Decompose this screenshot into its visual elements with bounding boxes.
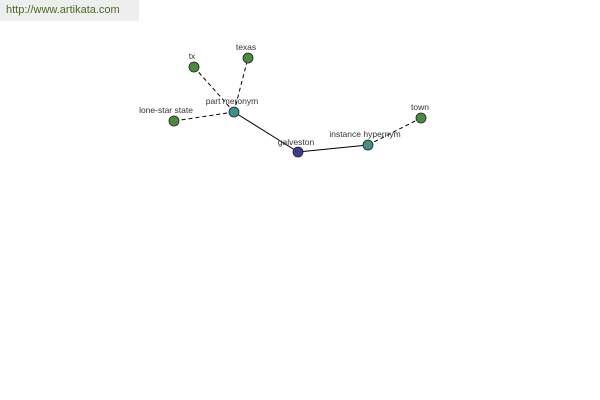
edge-part-meronym-to-lone-star-state <box>173 111 235 122</box>
node-tx[interactable] <box>188 61 200 73</box>
edges-layer <box>173 57 422 153</box>
node-instance-hypernym[interactable] <box>362 139 374 151</box>
edge-galveston-to-part-meronym <box>233 111 299 153</box>
node-part-meronym[interactable] <box>228 106 240 118</box>
labels-layer: galveston part meronym instance hypernym tx… <box>139 42 429 147</box>
node-texas[interactable] <box>242 52 254 64</box>
node-lone-star-state[interactable] <box>168 115 180 127</box>
edge-part-meronym-to-tx <box>193 66 235 113</box>
node-label-town[interactable]: town <box>411 102 429 112</box>
node-label-instance-hypernym[interactable]: instance hypernym <box>329 129 400 139</box>
nodes-layer <box>168 52 427 158</box>
node-label-part-meronym[interactable]: part meronym <box>206 96 258 106</box>
site-url-link[interactable]: http://www.artikata.com <box>0 0 139 21</box>
node-label-lone-star-state[interactable]: lone-star state <box>139 105 193 115</box>
node-label-galveston[interactable]: galveston <box>278 137 315 147</box>
edge-instance-hypernym-to-town <box>367 117 422 146</box>
edge-part-meronym-to-texas <box>233 57 249 113</box>
node-label-texas[interactable]: texas <box>236 42 256 52</box>
node-galveston[interactable] <box>292 146 304 158</box>
edge-galveston-to-instance-hypernym <box>297 144 369 153</box>
node-label-tx[interactable]: tx <box>189 51 196 61</box>
node-town[interactable] <box>415 112 427 124</box>
